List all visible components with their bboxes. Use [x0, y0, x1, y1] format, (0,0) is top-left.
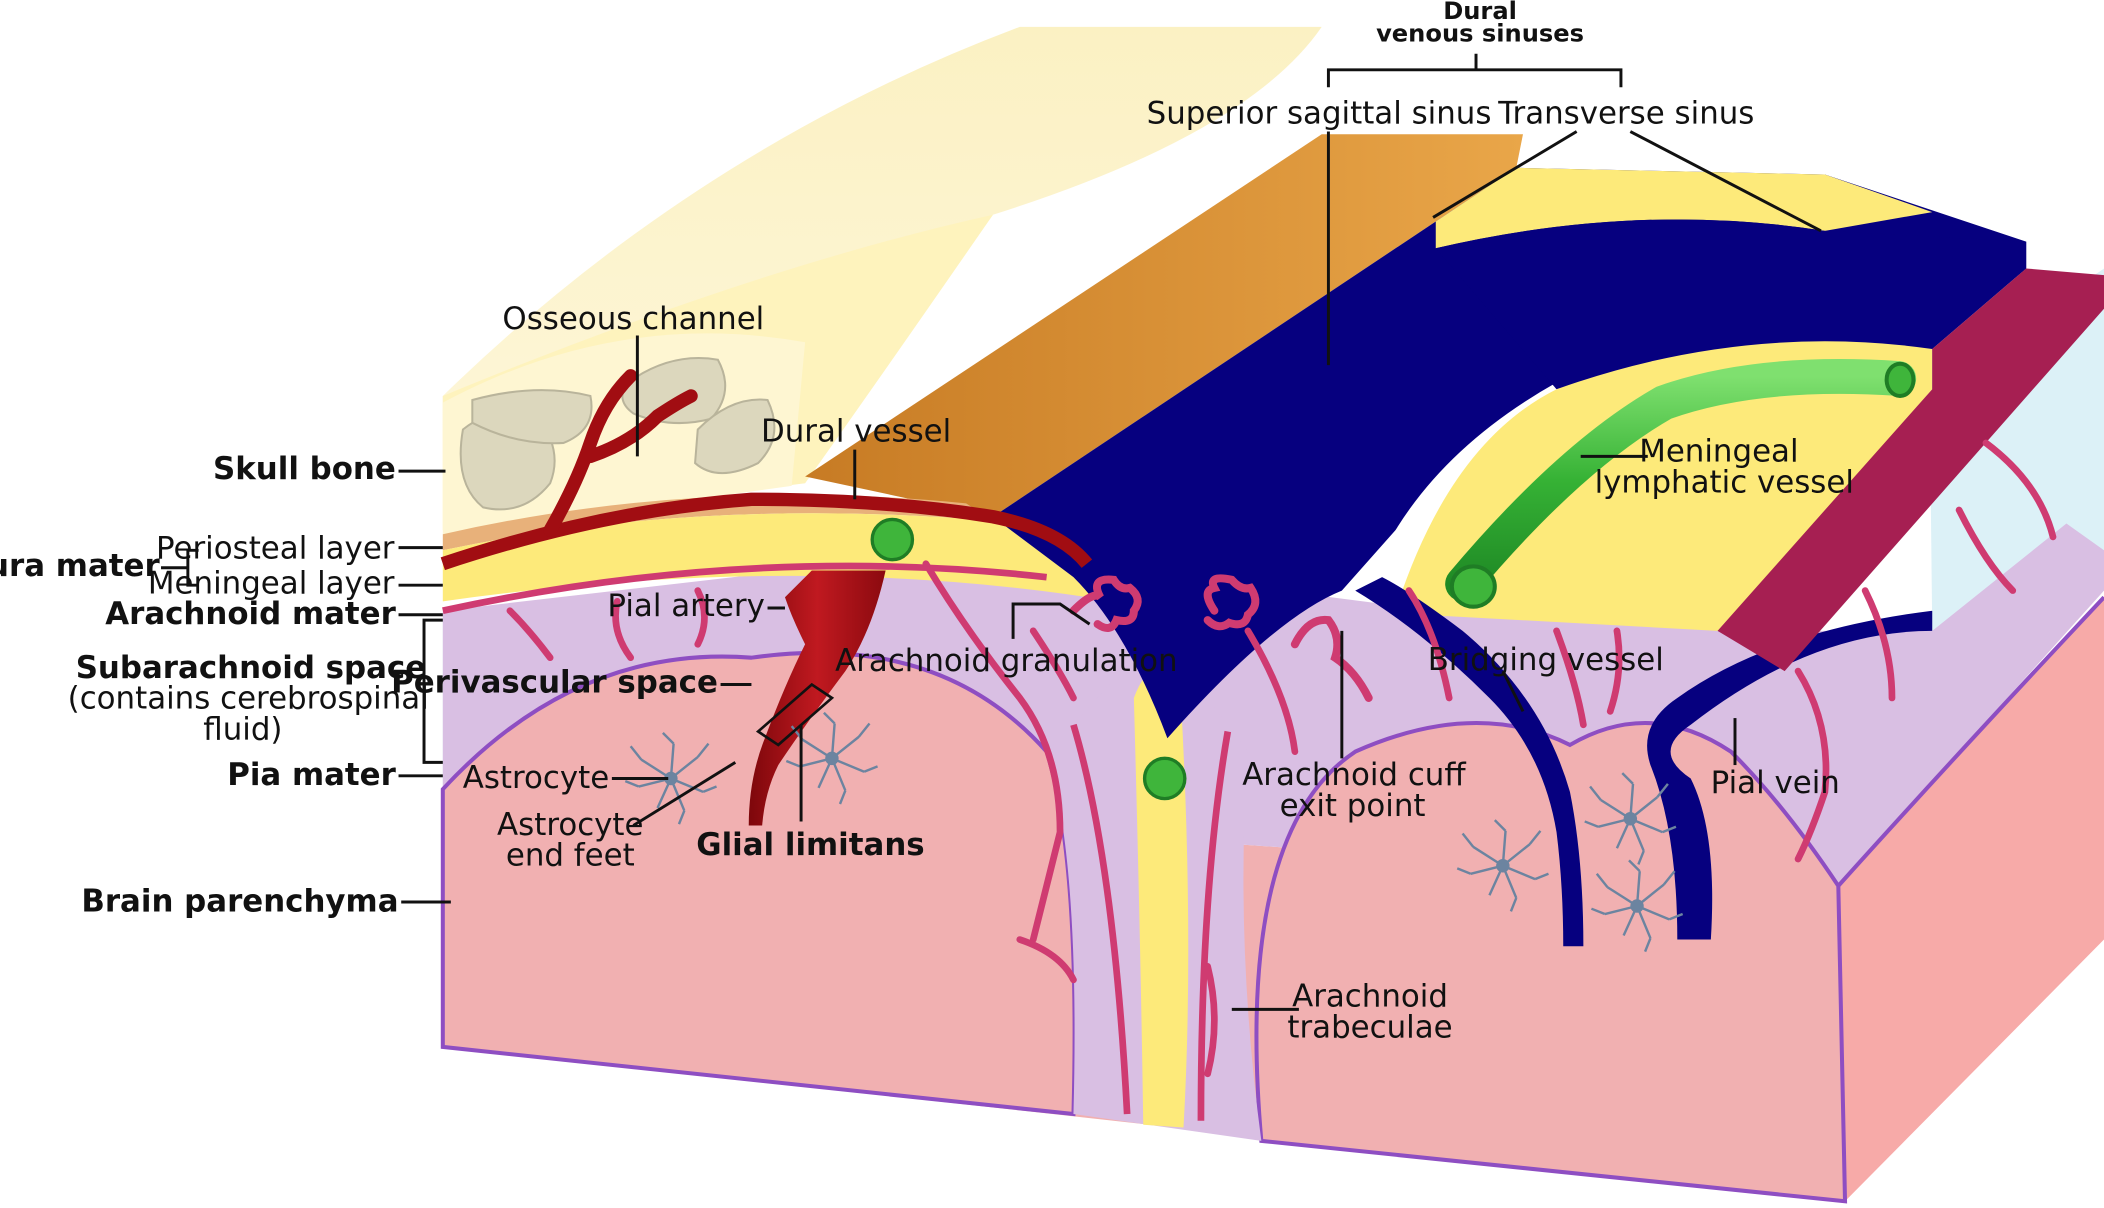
pink-vessel-3 — [694, 587, 708, 648]
lymphatic-node-sulcus-icon — [1142, 756, 1187, 801]
astrocyte-end-feet-bracket — [755, 682, 835, 747]
lymphatic-plateau — [1395, 341, 1933, 631]
lead-bridging-vessel — [1501, 670, 1525, 713]
lymphatic-end-far — [1884, 361, 1916, 398]
lymphatic-vessel — [870, 359, 1917, 801]
bracket-subarachnoid — [422, 618, 443, 764]
gyrus-left — [440, 650, 1077, 1117]
astrocytes — [624, 682, 1684, 953]
pink-vessels — [506, 439, 2057, 1078]
label-arachnoid-cuff-1: Arachnoid cuff — [1242, 757, 1466, 793]
label-dural-vessel: Dural vessel — [761, 414, 951, 450]
lead-transverse-1 — [1432, 130, 1578, 219]
pink-vessel-2 — [612, 597, 635, 662]
label-dura-mater: Dura mater — [0, 548, 160, 584]
label-osseous-channel: Osseous channel — [502, 301, 764, 337]
gyrus-side — [1836, 595, 2104, 888]
pink-vessel-14 — [1029, 627, 1077, 702]
label-arachnoid-trabeculae-2: trabeculae — [1287, 1010, 1452, 1046]
bracket-dural-sinuses — [1326, 53, 1623, 88]
label-astrocyte-end-feet-1: Astrocyte — [497, 807, 643, 843]
sulcus-pink-right — [1197, 730, 1232, 1121]
dural-sinuses-title-2: venous sinuses — [1376, 20, 1584, 48]
bracket-dura — [161, 548, 199, 587]
labels: Dural venous sinuses Superior sagittal s… — [0, 0, 1854, 1046]
dural-maroon-sheet — [1717, 268, 2104, 672]
bridging-vein — [1355, 577, 1584, 947]
pial-artery — [748, 570, 886, 826]
label-astrocyte-end-feet-2: end feet — [506, 838, 635, 874]
pink-vessel-11 — [1955, 506, 2017, 594]
label-arachnoid-trabeculae-1: Arachnoid — [1292, 979, 1448, 1015]
lymphatic-node-left-icon — [870, 517, 915, 562]
granulation-left — [1069, 575, 1142, 632]
label-arachnoid-cuff-2: exit point — [1280, 788, 1426, 824]
brain-side-face — [1838, 597, 2104, 1202]
granulation-cuff — [1290, 615, 1373, 702]
label-arachnoid-granulation: Arachnoid granulation — [835, 643, 1177, 679]
lymphatic-tube — [1445, 359, 1917, 602]
lymphatic-end-near — [1449, 564, 1497, 609]
label-transverse-sinus: Transverse sinus — [1497, 95, 1754, 131]
transverse-sinus-yellow — [1435, 167, 1933, 249]
dural-artery — [440, 492, 1093, 571]
label-subarachnoid-note-1: (contains cerebrospinal — [68, 681, 429, 717]
bone-cell-2 — [471, 389, 593, 445]
lead-transverse-2 — [1629, 130, 1822, 233]
label-meningeal-lymphatic-2: lymphatic vessel — [1595, 465, 1854, 501]
pink-vessel-10 — [1794, 667, 1830, 863]
skull — [442, 26, 1322, 535]
label-periosteal-layer: Periosteal layer — [156, 530, 395, 566]
transverse-sinus-blue — [1435, 219, 2027, 940]
pink-vessel-13 — [1861, 587, 1896, 702]
label-pial-vein: Pial vein — [1711, 765, 1840, 801]
label-pia-mater: Pia mater — [227, 757, 396, 793]
pink-vessel-9 — [1606, 627, 1623, 715]
label-perivascular-space: Perivascular space — [391, 665, 718, 701]
label-arachnoid-mater: Arachnoid mater — [105, 596, 396, 632]
pink-vessel-8 — [1553, 627, 1587, 729]
arachnoid-line — [442, 562, 1048, 614]
label-brain-parenchyma: Brain parenchyma — [81, 883, 398, 919]
label-skull-bone: Skull bone — [213, 451, 396, 487]
lead-arachnoid-granulation — [1011, 602, 1091, 639]
label-superior-sagittal-sinus: Superior sagittal sinus — [1147, 95, 1492, 131]
pink-vessel-4 — [922, 560, 1064, 943]
arachnoid-granulations — [1069, 574, 1373, 702]
bone-cell-4 — [694, 398, 776, 475]
label-meningeal-layer: Meningeal layer — [148, 565, 395, 601]
arteries — [440, 369, 1093, 826]
granulation-right — [1203, 574, 1260, 631]
dural-sinuses-title-1: Dural — [1443, 0, 1517, 25]
sulcus-pink-left — [1070, 723, 1131, 1115]
pink-vessel-12 — [1982, 439, 2057, 541]
sulcus — [1046, 630, 1262, 1141]
label-glial-limitans: Glial limitans — [696, 827, 924, 863]
leader-lines — [161, 53, 1822, 1011]
pink-vessel-7 — [1405, 587, 1453, 702]
label-pial-artery: Pial artery — [607, 588, 764, 624]
pink-vessel-6 — [1244, 627, 1299, 755]
label-meningeal-lymphatic-1: Meningeal — [1639, 434, 1798, 470]
pink-vessel-15 — [1204, 963, 1218, 1078]
dura-brown-band — [805, 134, 1523, 517]
lead-end-feet — [632, 761, 737, 827]
osseous-channel-artery — [543, 369, 698, 537]
label-bridging-vessel: Bridging vessel — [1428, 642, 1664, 678]
pink-vessel-1 — [506, 607, 554, 662]
label-astrocyte: Astrocyte — [463, 760, 609, 796]
label-subarachnoid-space: Subarachnoid space — [76, 650, 426, 686]
pink-vessel-5 — [1016, 936, 1077, 984]
label-subarachnoid-note-2: fluid) — [203, 712, 282, 748]
